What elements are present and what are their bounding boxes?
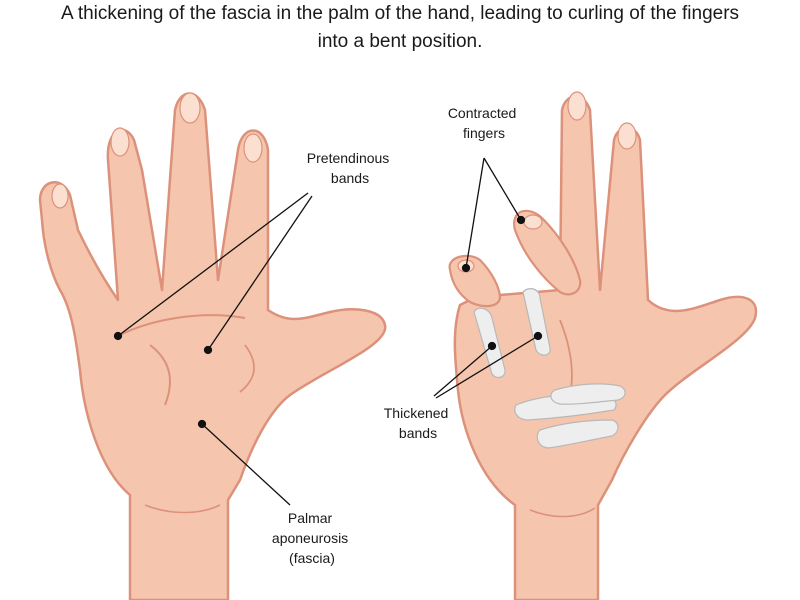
palm-crease	[239, 344, 255, 393]
fingernail	[51, 183, 69, 209]
caption-line-1: A thickening of the fascia in the palm o…	[60, 3, 740, 24]
fingernail	[567, 91, 587, 121]
leader-line	[117, 192, 309, 337]
pointer-dot	[197, 419, 207, 429]
contracted-hand-shape	[453, 95, 758, 600]
pointer-dot	[461, 263, 471, 273]
right-annotations	[433, 157, 543, 399]
thickened-band	[550, 383, 626, 405]
open-hand-shape	[38, 92, 387, 600]
leader-line	[201, 423, 291, 506]
fingernail	[110, 127, 130, 157]
pointer-dot	[487, 341, 497, 351]
fingernail	[617, 122, 637, 150]
palm-crease	[119, 314, 246, 336]
figure-caption: A thickening of the fascia in the palm o…	[0, 0, 800, 56]
pointer-dot	[516, 215, 526, 225]
leader-line	[465, 157, 485, 269]
label-pretendinous-bands: Pretendinous bands	[307, 150, 393, 186]
label-thickened-bands: Thickened bands	[384, 405, 452, 441]
leader-line	[435, 335, 539, 399]
palm-crease	[149, 344, 171, 406]
wrist-crease	[144, 504, 221, 514]
leader-line	[433, 345, 493, 397]
left-annotations	[113, 192, 313, 506]
fingernail	[523, 214, 543, 230]
fingernail	[179, 92, 201, 124]
pointer-dot	[113, 331, 123, 341]
caption-line-2: into a bent position.	[317, 31, 483, 52]
thickened-band	[536, 419, 619, 449]
pointer-dot	[203, 345, 213, 355]
label-palmar-aponeurosis: Palmar aponeurosis (fascia)	[272, 510, 352, 566]
label-contracted-fingers: Contracted fingers	[448, 105, 520, 141]
fingernail	[243, 133, 263, 163]
open-hand-illustration	[38, 92, 387, 600]
bent-finger	[448, 254, 502, 308]
bent-finger	[513, 209, 582, 296]
leader-line	[483, 157, 522, 221]
leader-line	[207, 195, 313, 351]
thickened-band	[522, 288, 551, 356]
wrist-crease	[529, 507, 596, 518]
pointer-dot	[533, 331, 543, 341]
